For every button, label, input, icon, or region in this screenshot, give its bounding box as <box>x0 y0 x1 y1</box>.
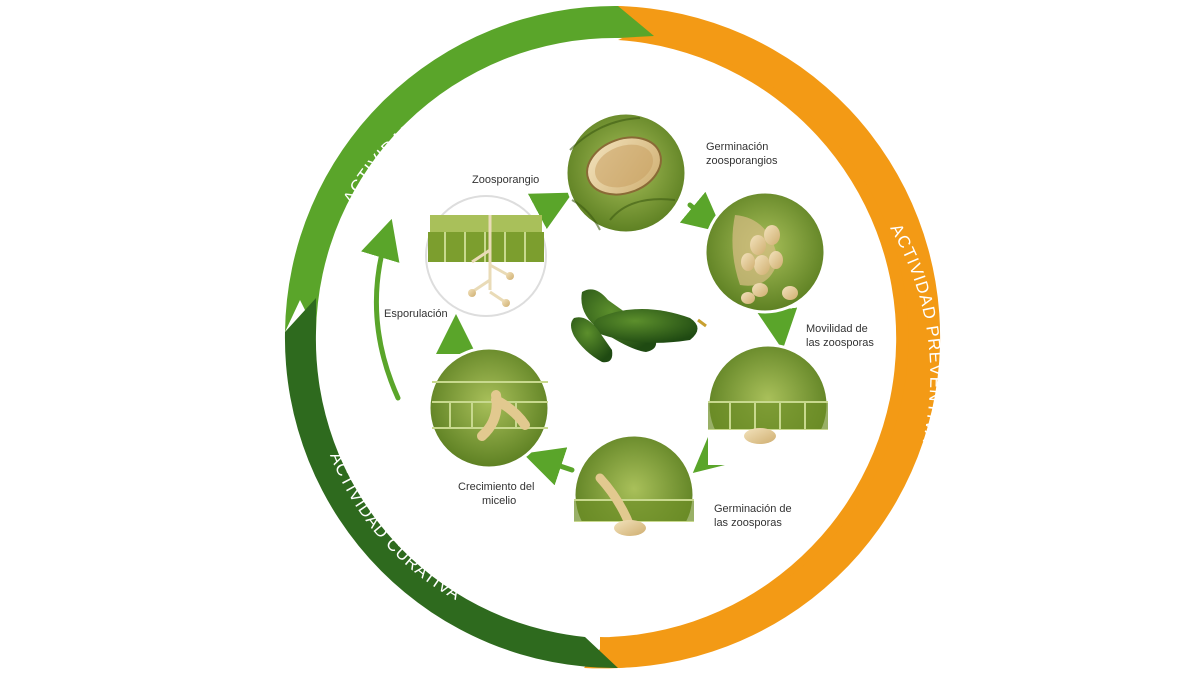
label-germinacion-zoosporangios: Germinación zoosporangios <box>706 141 778 167</box>
cycle-arrow-icon <box>361 218 401 401</box>
label-zoosporangio: Zoosporangio <box>472 174 539 186</box>
ring-segment-erradicante <box>285 5 654 332</box>
label-movilidad-zoosporas: Movilidad de las zoosporas <box>806 323 874 349</box>
label-germinacion-zoosporas: Germinación de las zoosporas <box>714 503 795 529</box>
ring-segment-curativa <box>284 298 618 669</box>
cycle-arrow-icon <box>679 191 724 233</box>
stage-germinacion-zoosporangios <box>564 111 688 235</box>
stage-germ-tube <box>572 433 696 557</box>
stage-zoosporangio <box>425 195 547 317</box>
stage-labels: Germinación zoosporangios Movilidad de l… <box>384 141 874 529</box>
label-esporulacion: Esporulación <box>384 308 448 320</box>
stage-movilidad-zoosporas <box>703 190 827 314</box>
stage-crecimiento-micelio <box>427 346 551 470</box>
cycle-arrow-icon <box>527 192 573 230</box>
cucumber-icon <box>571 289 707 363</box>
cycle-arrows <box>361 191 798 486</box>
cycle-arrow-icon <box>757 307 798 350</box>
stage-germinacion-zoosporas <box>706 343 830 467</box>
cycle-arrow-icon <box>523 447 575 486</box>
label-crecimiento-micelio: Crecimiento del micelio <box>458 481 537 507</box>
